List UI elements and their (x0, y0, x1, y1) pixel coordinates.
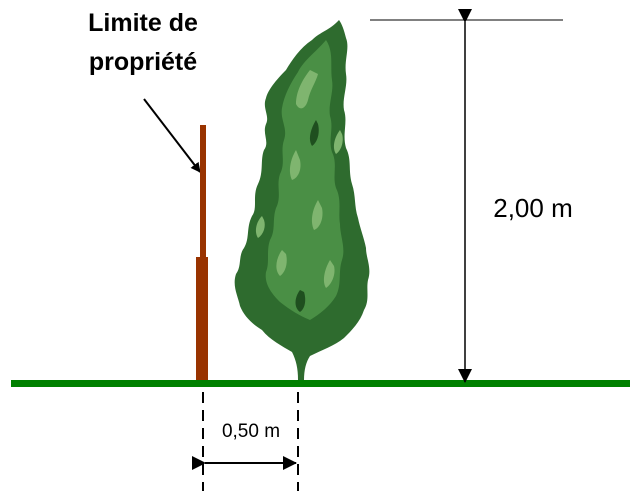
property-limit-label-line1: Limite de (88, 9, 198, 37)
ground-line (11, 380, 630, 387)
property-post-upper (200, 125, 206, 257)
property-limit-pointer-arrow (143, 98, 201, 173)
tree-icon (234, 20, 370, 380)
distance-label: 0,50 m (222, 421, 280, 442)
height-label: 2,00 m (493, 193, 573, 223)
property-post-lower (196, 257, 208, 384)
property-limit-label-line2: propriété (89, 48, 197, 76)
